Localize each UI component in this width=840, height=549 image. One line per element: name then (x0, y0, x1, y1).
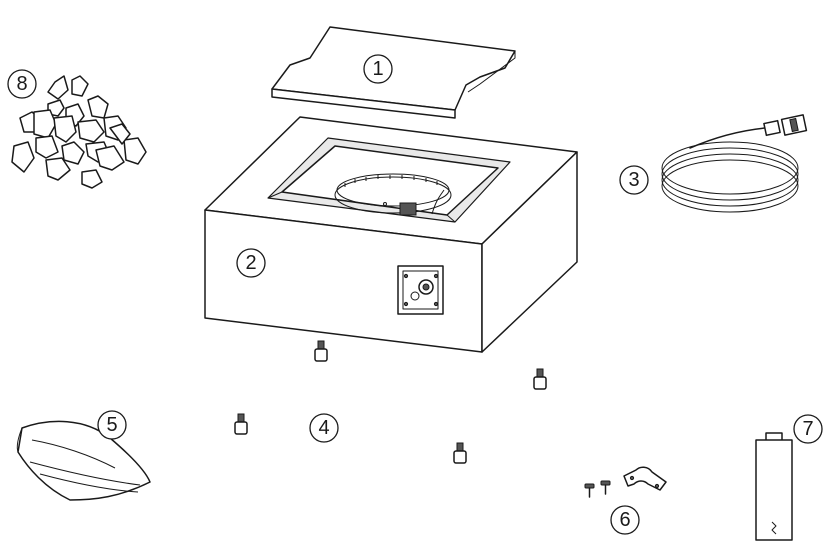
callout-6: 6 (610, 505, 640, 535)
leveling-foot (533, 368, 547, 390)
callout-1: 1 (363, 54, 393, 84)
part-bracket-screws (584, 466, 667, 498)
part-battery (755, 432, 793, 541)
part-hose (661, 114, 808, 213)
part-cover (16, 420, 151, 501)
callout-7: 7 (793, 414, 823, 444)
callout-5-label: 5 (106, 414, 117, 436)
leveling-foot (314, 340, 328, 362)
callout-4-label: 4 (318, 417, 329, 439)
burner-ports (344, 175, 438, 187)
callout-7-label: 7 (802, 418, 813, 440)
callout-3-label: 3 (628, 169, 639, 191)
screw (600, 480, 611, 495)
callout-4: 4 (309, 413, 339, 443)
callout-1-label: 1 (372, 58, 383, 80)
screw (584, 483, 595, 498)
part-lid (271, 26, 516, 119)
part-fire-glass (11, 75, 147, 189)
leveling-foot (234, 413, 248, 435)
part-base-box (204, 116, 578, 353)
leveling-foot (453, 442, 467, 464)
callout-5: 5 (97, 410, 127, 440)
callout-8-label: 8 (16, 73, 27, 95)
callout-2: 2 (236, 248, 266, 278)
callout-3: 3 (619, 165, 649, 195)
callout-8: 8 (7, 69, 37, 99)
callout-6-label: 6 (619, 509, 630, 531)
part-leveling-feet (234, 340, 547, 464)
callout-2-label: 2 (245, 252, 256, 274)
